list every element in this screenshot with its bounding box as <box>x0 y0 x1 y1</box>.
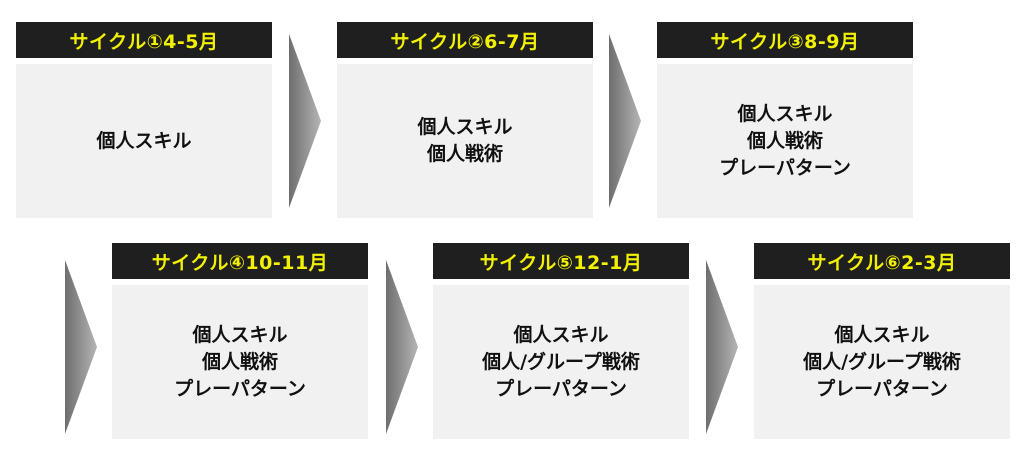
cycle-5-item: 個人スキル <box>513 323 609 346</box>
cycle-4-header: サイクル④10-11月 <box>112 243 368 279</box>
cycle-1-header: サイクル①4-5月 <box>16 22 272 58</box>
cycle-3-item: プレーパターン <box>719 156 851 179</box>
cycle-3-item: 個人スキル <box>737 102 833 125</box>
cycle-4-body: 個人スキル 個人戦術 プレーパターン <box>112 285 368 439</box>
cycle-2: サイクル②6-7月 個人スキル 個人戦術 <box>337 22 593 218</box>
cycle-2-item: 個人戦術 <box>426 143 503 165</box>
arrow-right-icon <box>65 260 97 434</box>
cycle-1: サイクル①4-5月 個人スキル <box>16 22 272 218</box>
cycle-4: サイクル④10-11月 個人スキル 個人戦術 プレーパターン <box>112 243 368 439</box>
cycle-4-item: プレーパターン <box>174 377 306 400</box>
cycle-6-header: サイクル⑥2-3月 <box>754 243 1010 279</box>
cycle-5-item: プレーパターン <box>495 377 627 400</box>
cycle-6-item: プレーパターン <box>816 377 948 400</box>
arrow-right-icon <box>609 34 641 208</box>
cycle-5: サイクル⑤12-1月 個人スキル 個人/グループ戦術 プレーパターン <box>433 243 689 439</box>
cycle-5-body: 個人スキル 個人/グループ戦術 プレーパターン <box>433 285 689 439</box>
cycle-6-body: 個人スキル 個人/グループ戦術 プレーパターン <box>754 285 1010 439</box>
cycle-3: サイクル③8-9月 個人スキル 個人戦術 プレーパターン <box>657 22 913 218</box>
cycle-2-item: 個人スキル <box>417 116 513 138</box>
cycle-5-header: サイクル⑤12-1月 <box>433 243 689 279</box>
cycle-6: サイクル⑥2-3月 個人スキル 個人/グループ戦術 プレーパターン <box>754 243 1010 439</box>
cycle-2-body: 個人スキル 個人戦術 <box>337 64 593 218</box>
arrow-right-icon <box>289 34 321 208</box>
cycle-5-item: 個人/グループ戦術 <box>482 350 640 373</box>
cycle-4-item: 個人スキル <box>192 323 288 346</box>
cycle-3-item: 個人戦術 <box>746 129 823 152</box>
cycle-2-header: サイクル②6-7月 <box>337 22 593 58</box>
cycle-3-header: サイクル③8-9月 <box>657 22 913 58</box>
cycle-6-item: 個人/グループ戦術 <box>803 350 961 373</box>
cycle-1-item: 個人スキル <box>96 129 192 152</box>
cycle-4-item: 個人戦術 <box>201 350 278 373</box>
cycle-3-body: 個人スキル 個人戦術 プレーパターン <box>657 64 913 218</box>
arrow-right-icon <box>706 260 738 434</box>
cycle-1-body: 個人スキル <box>16 64 272 218</box>
arrow-right-icon <box>386 260 418 434</box>
cycle-6-item: 個人スキル <box>834 323 930 346</box>
